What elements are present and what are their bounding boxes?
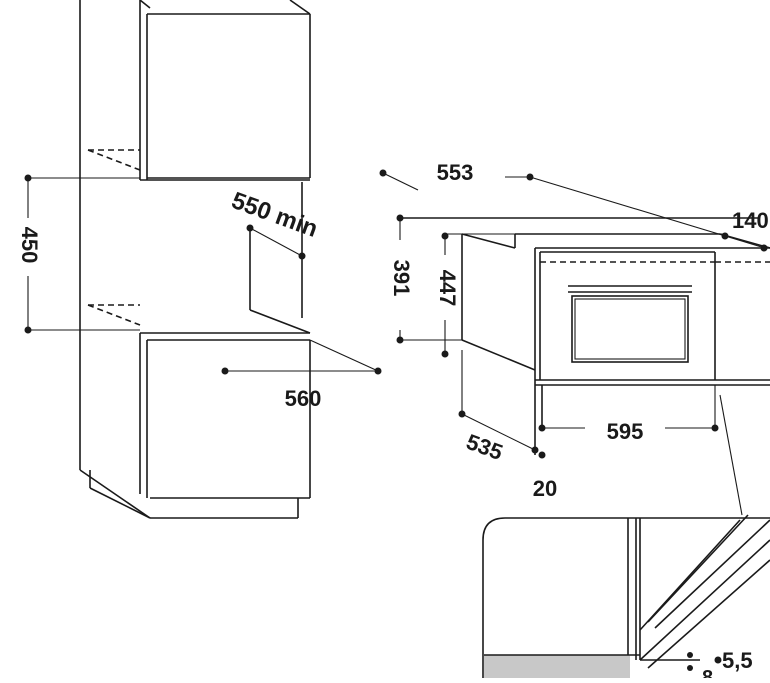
label-8: 8 <box>702 667 713 678</box>
label-595: 595 <box>607 419 644 444</box>
label-550-min: 550 min <box>228 187 321 243</box>
detail-callout: 5,5 8 <box>482 514 770 683</box>
label-553: 553 <box>437 160 474 185</box>
dimension-391: 391 <box>389 214 462 344</box>
label-560: 560 <box>285 386 322 411</box>
dimension-550-min: 550 min <box>228 187 321 260</box>
dimension-20: 20 <box>533 451 557 501</box>
label-391: 391 <box>389 260 414 297</box>
label-447: 447 <box>435 270 460 307</box>
label-5-5: 5,5 <box>722 648 753 673</box>
dimension-447: 447 <box>435 232 460 358</box>
dimension-450: 450 <box>17 174 140 334</box>
label-450: 450 <box>17 227 42 264</box>
dimension-560: 560 <box>221 339 382 411</box>
label-20: 20 <box>533 476 557 501</box>
label-140: 140 <box>732 208 769 233</box>
dimension-140: 140 <box>445 208 769 252</box>
dimension-595: 595 <box>538 385 719 444</box>
label-535: 535 <box>463 429 506 465</box>
cabinet <box>79 0 311 519</box>
detail-leader <box>719 394 743 516</box>
